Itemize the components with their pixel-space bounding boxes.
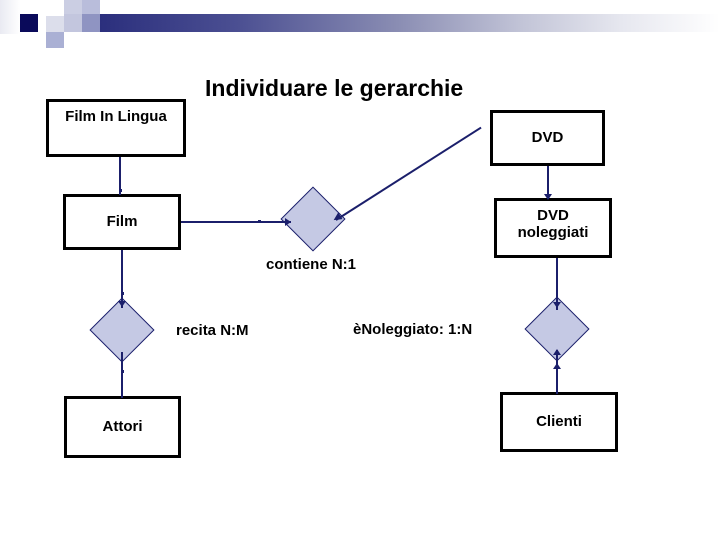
connector-clienti-enoleggiato	[556, 350, 558, 394]
connector-film-contiene-arrow	[285, 218, 291, 226]
deco-square-9	[82, 14, 100, 32]
entity-film[interactable]: Film	[63, 194, 181, 250]
connector-clienti-enoleggiato-arrow	[553, 349, 561, 355]
deco-square-7	[64, 14, 82, 32]
entity-film-in-lingua[interactable]: Film In Lingua	[46, 99, 186, 157]
deco-square-2	[20, 14, 38, 32]
page-title: Individuare le gerarchie	[205, 75, 464, 101]
deco-square-11	[64, 32, 82, 48]
entity-dvd-noleggiati[interactable]: DVD noleggiati	[494, 198, 612, 258]
connector-film-contiene	[181, 221, 291, 223]
entity-dvd-noleggiati-lines: DVD noleggiati	[518, 207, 589, 242]
entity-film-in-lingua-label: Film In Lingua	[65, 108, 167, 125]
entity-attori[interactable]: Attori	[64, 396, 181, 458]
relationship-label-e-noleggiato: èNoleggiato: 1:N	[353, 321, 473, 338]
entity-dvd-label: DVD	[531, 129, 564, 147]
deco-square-10	[0, 34, 46, 48]
entity-dvd-noleggiati-label-line1: DVD	[537, 207, 569, 224]
entity-dvd[interactable]: DVD	[490, 110, 605, 166]
connector-dvdnoleggiati-enoleggiato-arrow	[553, 302, 561, 308]
deco-square-1	[0, 0, 20, 34]
connector-film-recita	[121, 250, 123, 308]
deco-square-8	[82, 0, 100, 14]
connector-dvd-dvdnoleggiati-arrow	[544, 194, 552, 200]
connector-dvdnoleggiati-enoleggiato	[556, 258, 558, 310]
connector-film-recita-arrow	[118, 301, 126, 307]
entity-film-label: Film	[106, 213, 138, 231]
connector-dvd-dvdnoleggiati	[547, 166, 549, 199]
deco-square-6	[64, 0, 82, 14]
relationship-label-contiene: contiene N:1	[266, 256, 357, 273]
connector-filmlingua-film	[119, 157, 121, 195]
connector-clienti-enoleggiato-arrow-mid	[553, 363, 561, 369]
deco-square-5	[46, 32, 64, 48]
connector-film-contiene-dot	[258, 220, 261, 223]
entity-dvd-noleggiati-label-line2: noleggiati	[517, 224, 589, 242]
deco-square-4	[46, 16, 64, 32]
entity-clienti[interactable]: Clienti	[500, 392, 618, 452]
entity-clienti-label: Clienti	[536, 413, 582, 431]
connector-film-recita-dot	[121, 292, 124, 295]
connector-recita-attori	[121, 352, 123, 398]
relationship-label-recita: recita N:M	[176, 322, 249, 339]
connector-contiene-dvd	[335, 126, 482, 221]
deco-square-3	[46, 0, 64, 16]
connector-filmlingua-film-dot	[119, 189, 122, 192]
header-gradient-bar	[100, 14, 720, 32]
connector-recita-attori-dot	[121, 370, 124, 373]
entity-attori-label: Attori	[102, 418, 143, 436]
